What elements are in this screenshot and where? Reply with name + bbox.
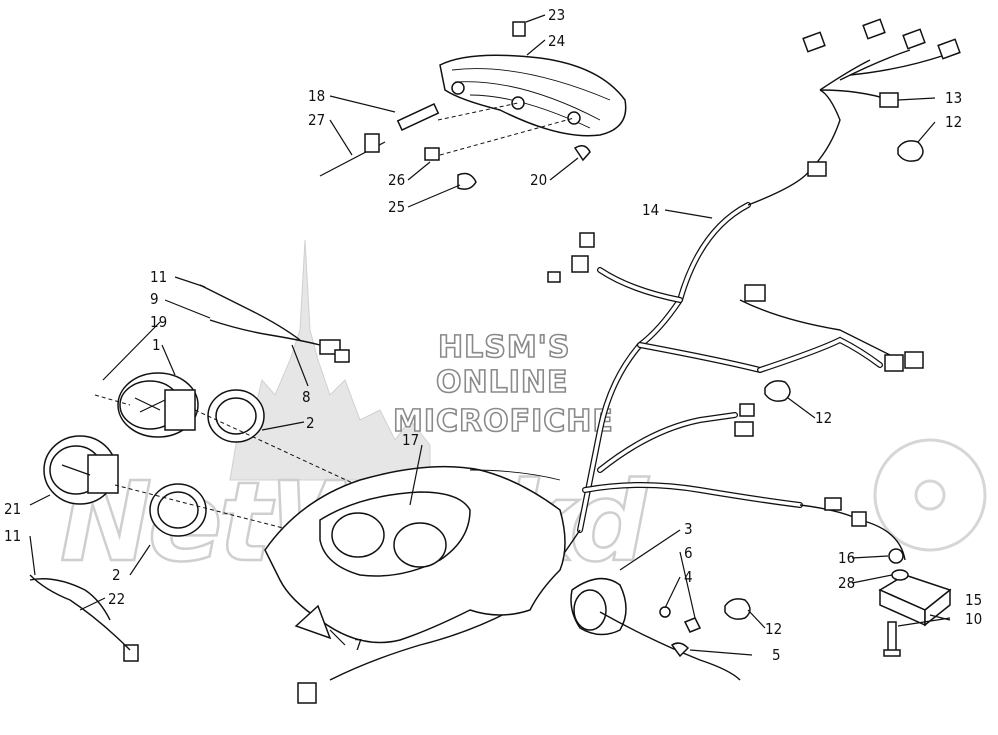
callout-28: 28 bbox=[838, 574, 855, 592]
callout-9: 9 bbox=[150, 290, 159, 308]
callout-11-upper: 11 bbox=[150, 268, 167, 286]
watermark-line-1: HLSM'S bbox=[438, 330, 570, 365]
watermark-skyline bbox=[229, 239, 431, 481]
hardware-nut-washer bbox=[659, 606, 702, 658]
watermark-wheel-icon bbox=[873, 438, 987, 552]
callout-16: 16 bbox=[838, 549, 855, 567]
callout-12-middle: 12 bbox=[815, 409, 832, 427]
callout-25: 25 bbox=[388, 198, 405, 216]
callout-13: 13 bbox=[945, 89, 962, 107]
callout-1: 1 bbox=[152, 336, 161, 354]
callout-22: 22 bbox=[108, 590, 125, 608]
main-wiring-harness bbox=[329, 49, 946, 681]
callout-12-top: 12 bbox=[945, 113, 962, 131]
gauge-lower bbox=[43, 435, 207, 537]
callout-5: 5 bbox=[772, 646, 781, 664]
bulbs-and-sockets bbox=[319, 102, 591, 190]
callout-19: 19 bbox=[150, 313, 167, 331]
callout-8: 8 bbox=[302, 388, 311, 406]
watermark-line-3: MICROFICHE bbox=[393, 404, 614, 439]
callout-17: 17 bbox=[402, 431, 419, 449]
gauge-upper bbox=[117, 372, 265, 443]
callout-3: 3 bbox=[684, 520, 693, 538]
callout-26: 26 bbox=[388, 171, 405, 189]
callout-23: 23 bbox=[548, 6, 565, 24]
watermark-line-2: ONLINE bbox=[436, 365, 569, 400]
callout-21: 21 bbox=[4, 500, 21, 518]
dash-panel bbox=[264, 465, 566, 644]
harness-connectors bbox=[123, 18, 961, 704]
small-gauge-housing bbox=[570, 577, 741, 681]
harness-clips bbox=[724, 140, 924, 620]
callout-labels: 23 24 18 27 26 25 20 13 12 14 11 9 19 1 … bbox=[4, 6, 982, 664]
control-module bbox=[878, 548, 952, 657]
callout-18: 18 bbox=[308, 87, 325, 105]
callout-12-lower: 12 bbox=[765, 620, 782, 638]
callout-15: 15 bbox=[965, 591, 982, 609]
callout-11-lower: 11 bbox=[4, 527, 21, 545]
callout-24: 24 bbox=[548, 32, 565, 50]
callout-27: 27 bbox=[308, 111, 325, 129]
callout-20: 20 bbox=[530, 171, 547, 189]
callout-7: 7 bbox=[354, 636, 363, 654]
callout-10: 10 bbox=[965, 610, 982, 628]
callout-14: 14 bbox=[642, 201, 659, 219]
callout-4: 4 bbox=[684, 568, 693, 586]
callout-2-upper: 2 bbox=[306, 414, 315, 432]
light-housing bbox=[439, 21, 627, 137]
callout-leaders bbox=[29, 14, 951, 656]
callout-2-lower: 2 bbox=[112, 566, 121, 584]
callout-6: 6 bbox=[684, 544, 693, 562]
